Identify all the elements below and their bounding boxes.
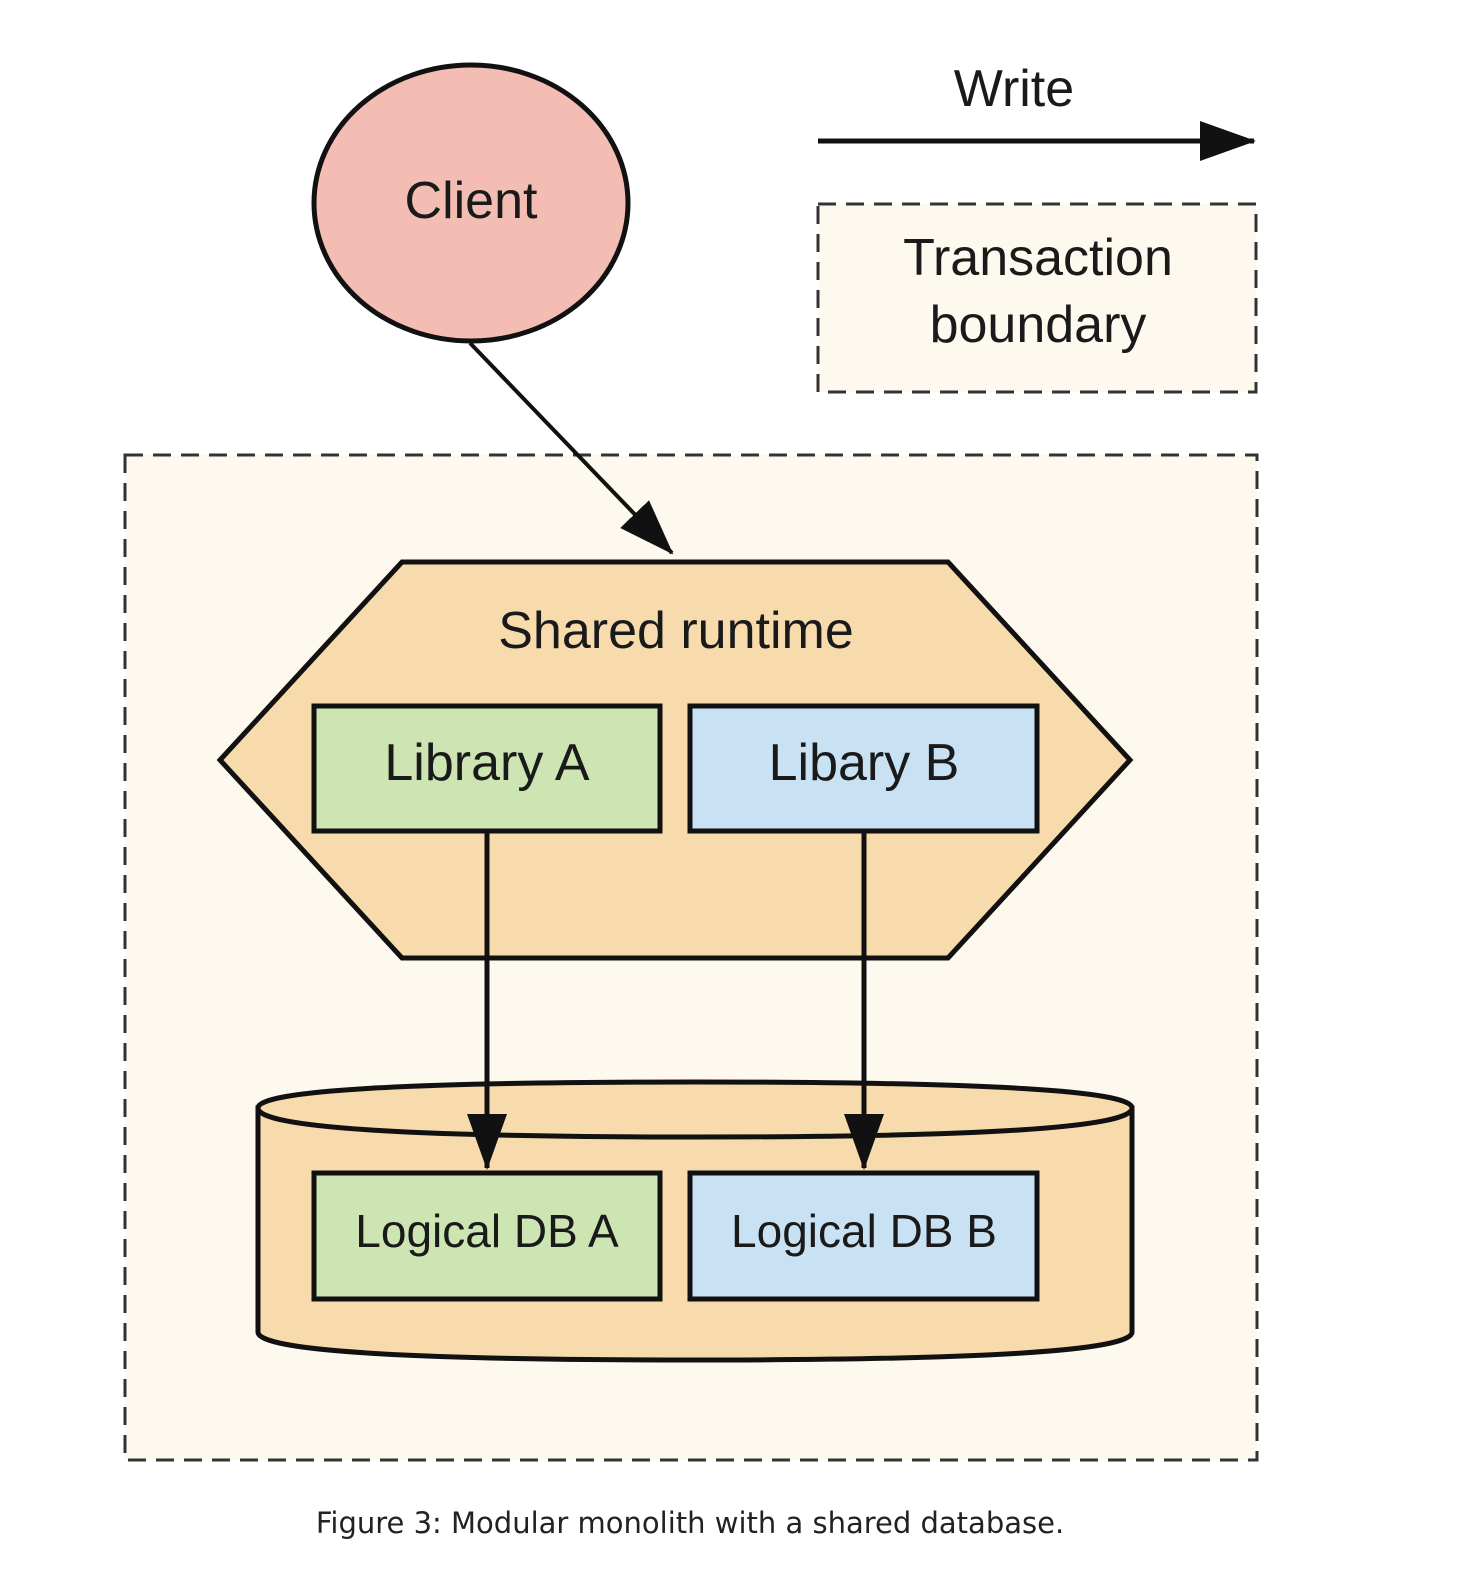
client-ellipse xyxy=(311,62,631,344)
legend-transaction-boundary: Transaction boundary xyxy=(816,202,1258,394)
library-b-node: Libary B xyxy=(687,703,1040,834)
legend-write: Write xyxy=(818,60,1256,161)
legend-boundary-label-line1: Transaction xyxy=(903,229,1173,287)
logical-db-a-node: Logical DB A xyxy=(311,1170,663,1302)
library-a-label: Library A xyxy=(384,734,590,792)
legend-boundary-label-line2: boundary xyxy=(930,296,1147,354)
library-b-label: Libary B xyxy=(769,734,960,792)
library-a-node: Library A xyxy=(311,703,663,834)
legend-write-label: Write xyxy=(954,60,1074,118)
logical-db-b-box xyxy=(687,1170,1040,1302)
legend-boundary-box xyxy=(816,202,1258,394)
database-cylinder-top xyxy=(255,1079,1135,1140)
client-label: Client xyxy=(405,172,538,230)
logical-db-a-label: Logical DB A xyxy=(355,1205,619,1257)
client-node: Client xyxy=(311,62,631,344)
logical-db-a-box xyxy=(311,1170,663,1302)
library-b-box xyxy=(687,703,1040,834)
logical-db-b-node: Logical DB B xyxy=(687,1170,1040,1302)
figure-caption: Figure 3: Modular monolith with a shared… xyxy=(315,1506,1065,1540)
shared-runtime-node: Shared runtime xyxy=(216,559,1134,961)
logical-db-b-label: Logical DB B xyxy=(731,1205,997,1257)
library-a-box xyxy=(311,703,663,834)
client-to-runtime-arrow xyxy=(468,341,674,555)
shared-runtime-hexagon xyxy=(216,559,1134,961)
shared-runtime-label: Shared runtime xyxy=(498,602,854,660)
